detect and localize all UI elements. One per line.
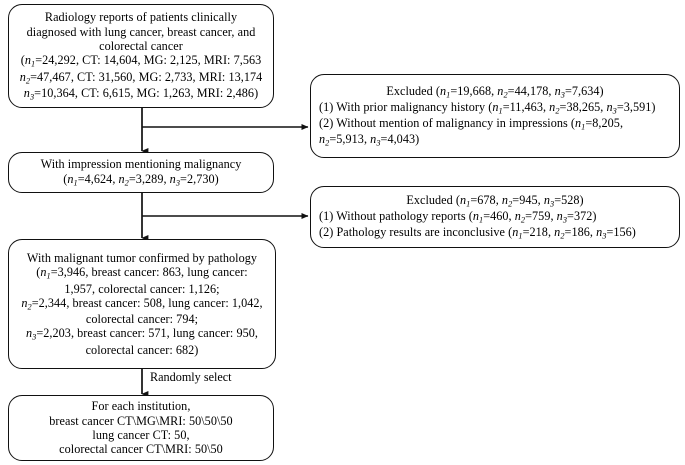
excluded-2-header: Excluded (n1=678, n2=945, n3=528): [406, 192, 584, 209]
excluded-1-line-2: (2) Without mention of malignancy in imp…: [319, 116, 624, 132]
population-line-4: (n1=24,292, CT: 14,604, MG: 2,125, MRI: …: [20, 53, 262, 69]
excluded-2-line-2: (2) Pathology results are inconclusive (…: [319, 225, 636, 241]
population-line-1: Radiology reports of patients clinically: [44, 10, 238, 25]
excluded-box-2: Excluded (n1=678, n2=945, n3=528) (1) Wi…: [310, 186, 680, 248]
pathology-line-6: n3=2,203, breast cancer: 571, lung cance…: [25, 326, 258, 342]
study-population-box: Radiology reports of patients clinically…: [8, 4, 274, 108]
excluded-box-1: Excluded (n1=19,668, n2=44,178, n3=7,634…: [310, 74, 680, 158]
pathology-line-1: With malignant tumor confirmed by pathol…: [26, 251, 258, 266]
selection-line-2: breast cancer CT\MG\MRI: 50\50\50: [49, 413, 233, 428]
pathology-confirmed-box: With malignant tumor confirmed by pathol…: [8, 239, 276, 369]
excluded-1-line-3: n2=5,913, n3=4,043): [319, 132, 420, 148]
random-selection-box: For each institution, breast cancer CT\M…: [8, 395, 274, 461]
selection-line-1: For each institution,: [91, 399, 191, 414]
impression-line-2: (n1=4,624, n2=3,289, n3=2,730): [63, 171, 219, 187]
population-line-2: diagnosed with lung cancer, breast cance…: [26, 24, 256, 39]
pathology-line-2: (n1=3,946, breast cancer: 863, lung canc…: [36, 265, 248, 281]
selection-line-4: colorectal cancer CT\MRI: 50\50: [59, 442, 223, 457]
pathology-line-5: colorectal cancer: 794;: [85, 312, 199, 327]
excluded-2-line-1: (1) Without pathology reports (n1=460, n…: [319, 208, 597, 225]
excluded-1-header: Excluded (n1=19,668, n2=44,178, n3=7,634…: [386, 83, 604, 100]
pathology-line-3: 1,957, colorectal cancer: 1,126;: [64, 281, 220, 296]
pathology-line-4: n2=2,344, breast cancer: 508, lung cance…: [21, 295, 263, 312]
pathology-line-7: colorectal cancer: 682): [85, 342, 199, 357]
impression-line-1: With impression mentioning malignancy: [40, 157, 242, 172]
edge-label-randomly-select: Randomly select: [150, 370, 232, 384]
population-line-3: colorectal cancer: [99, 39, 183, 54]
excluded-1-line-1: (1) With prior malignancy history (n1=11…: [319, 99, 656, 116]
population-line-6: n3=10,364, CT: 6,615, MG: 1,263, MRI: 2,…: [23, 85, 259, 101]
selection-line-3: lung cancer CT: 50,: [92, 428, 190, 442]
impression-malignancy-box: With impression mentioning malignancy (n…: [8, 152, 274, 193]
population-line-5: n2=47,467, CT: 31,560, MG: 2,733, MRI: 1…: [19, 69, 263, 85]
